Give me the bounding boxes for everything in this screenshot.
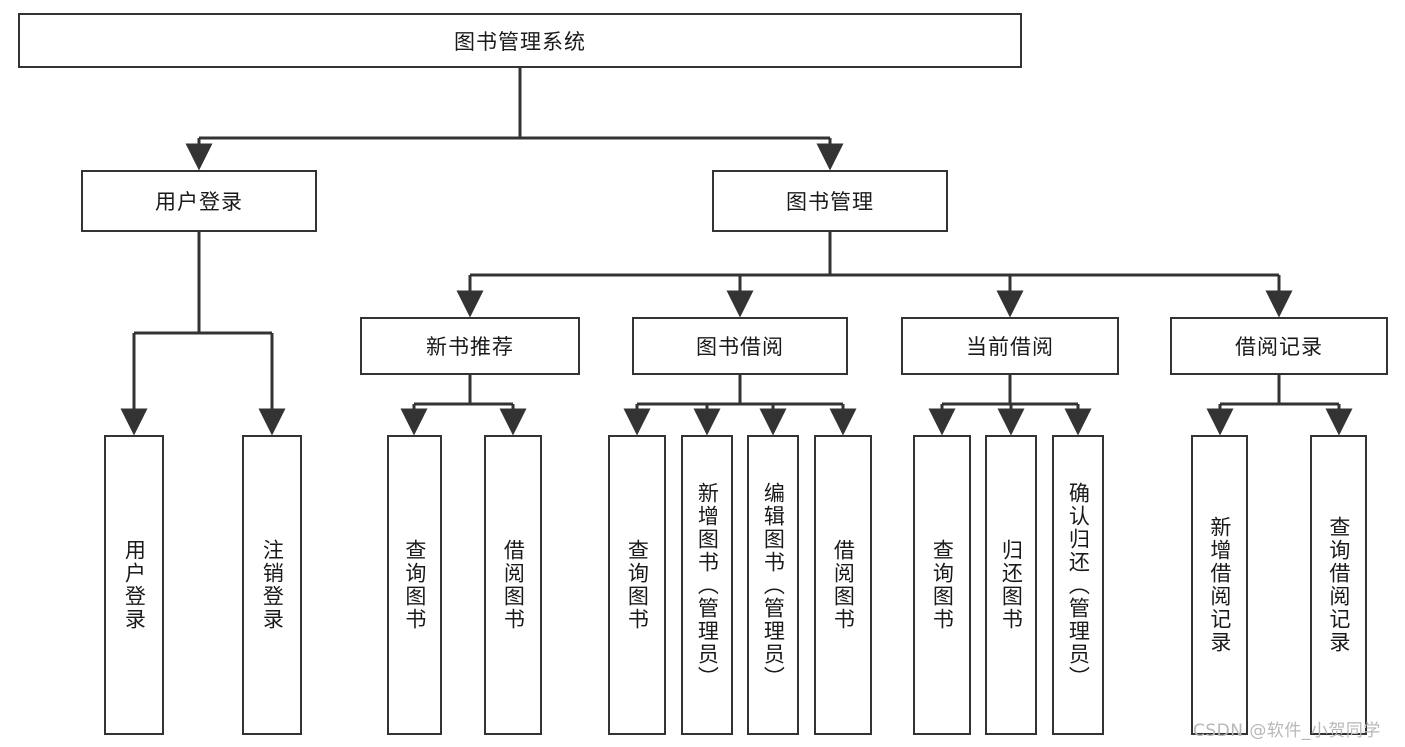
leaf-query-book-borrow[interactable]: 查询图书 bbox=[608, 435, 666, 735]
leaf-logout[interactable]: 注销登录 bbox=[242, 435, 302, 735]
node-book-management[interactable]: 图书管理 bbox=[712, 170, 948, 232]
node-borrow-record[interactable]: 借阅记录 bbox=[1170, 317, 1388, 375]
node-user-login[interactable]: 用户登录 bbox=[81, 170, 317, 232]
node-new-book-recommend[interactable]: 新书推荐 bbox=[360, 317, 580, 375]
node-current-borrow[interactable]: 当前借阅 bbox=[901, 317, 1119, 375]
leaf-add-borrow-record[interactable]: 新增借阅记录 bbox=[1191, 435, 1248, 735]
leaf-query-borrow-record[interactable]: 查询借阅记录 bbox=[1310, 435, 1367, 735]
leaf-add-book-admin[interactable]: 新增图书（管理员） bbox=[681, 435, 733, 735]
leaf-query-book-recommend[interactable]: 查询图书 bbox=[387, 435, 442, 735]
node-root[interactable]: 图书管理系统 bbox=[18, 13, 1022, 68]
leaf-edit-book-admin[interactable]: 编辑图书（管理员） bbox=[747, 435, 799, 735]
leaf-borrow-book-recommend[interactable]: 借阅图书 bbox=[484, 435, 542, 735]
leaf-confirm-return-admin[interactable]: 确认归还（管理员） bbox=[1052, 435, 1104, 735]
leaf-user-login[interactable]: 用户登录 bbox=[104, 435, 164, 735]
leaf-query-book-current[interactable]: 查询图书 bbox=[913, 435, 971, 735]
node-book-borrow[interactable]: 图书借阅 bbox=[632, 317, 848, 375]
leaf-borrow-book[interactable]: 借阅图书 bbox=[814, 435, 872, 735]
leaf-return-book[interactable]: 归还图书 bbox=[985, 435, 1037, 735]
